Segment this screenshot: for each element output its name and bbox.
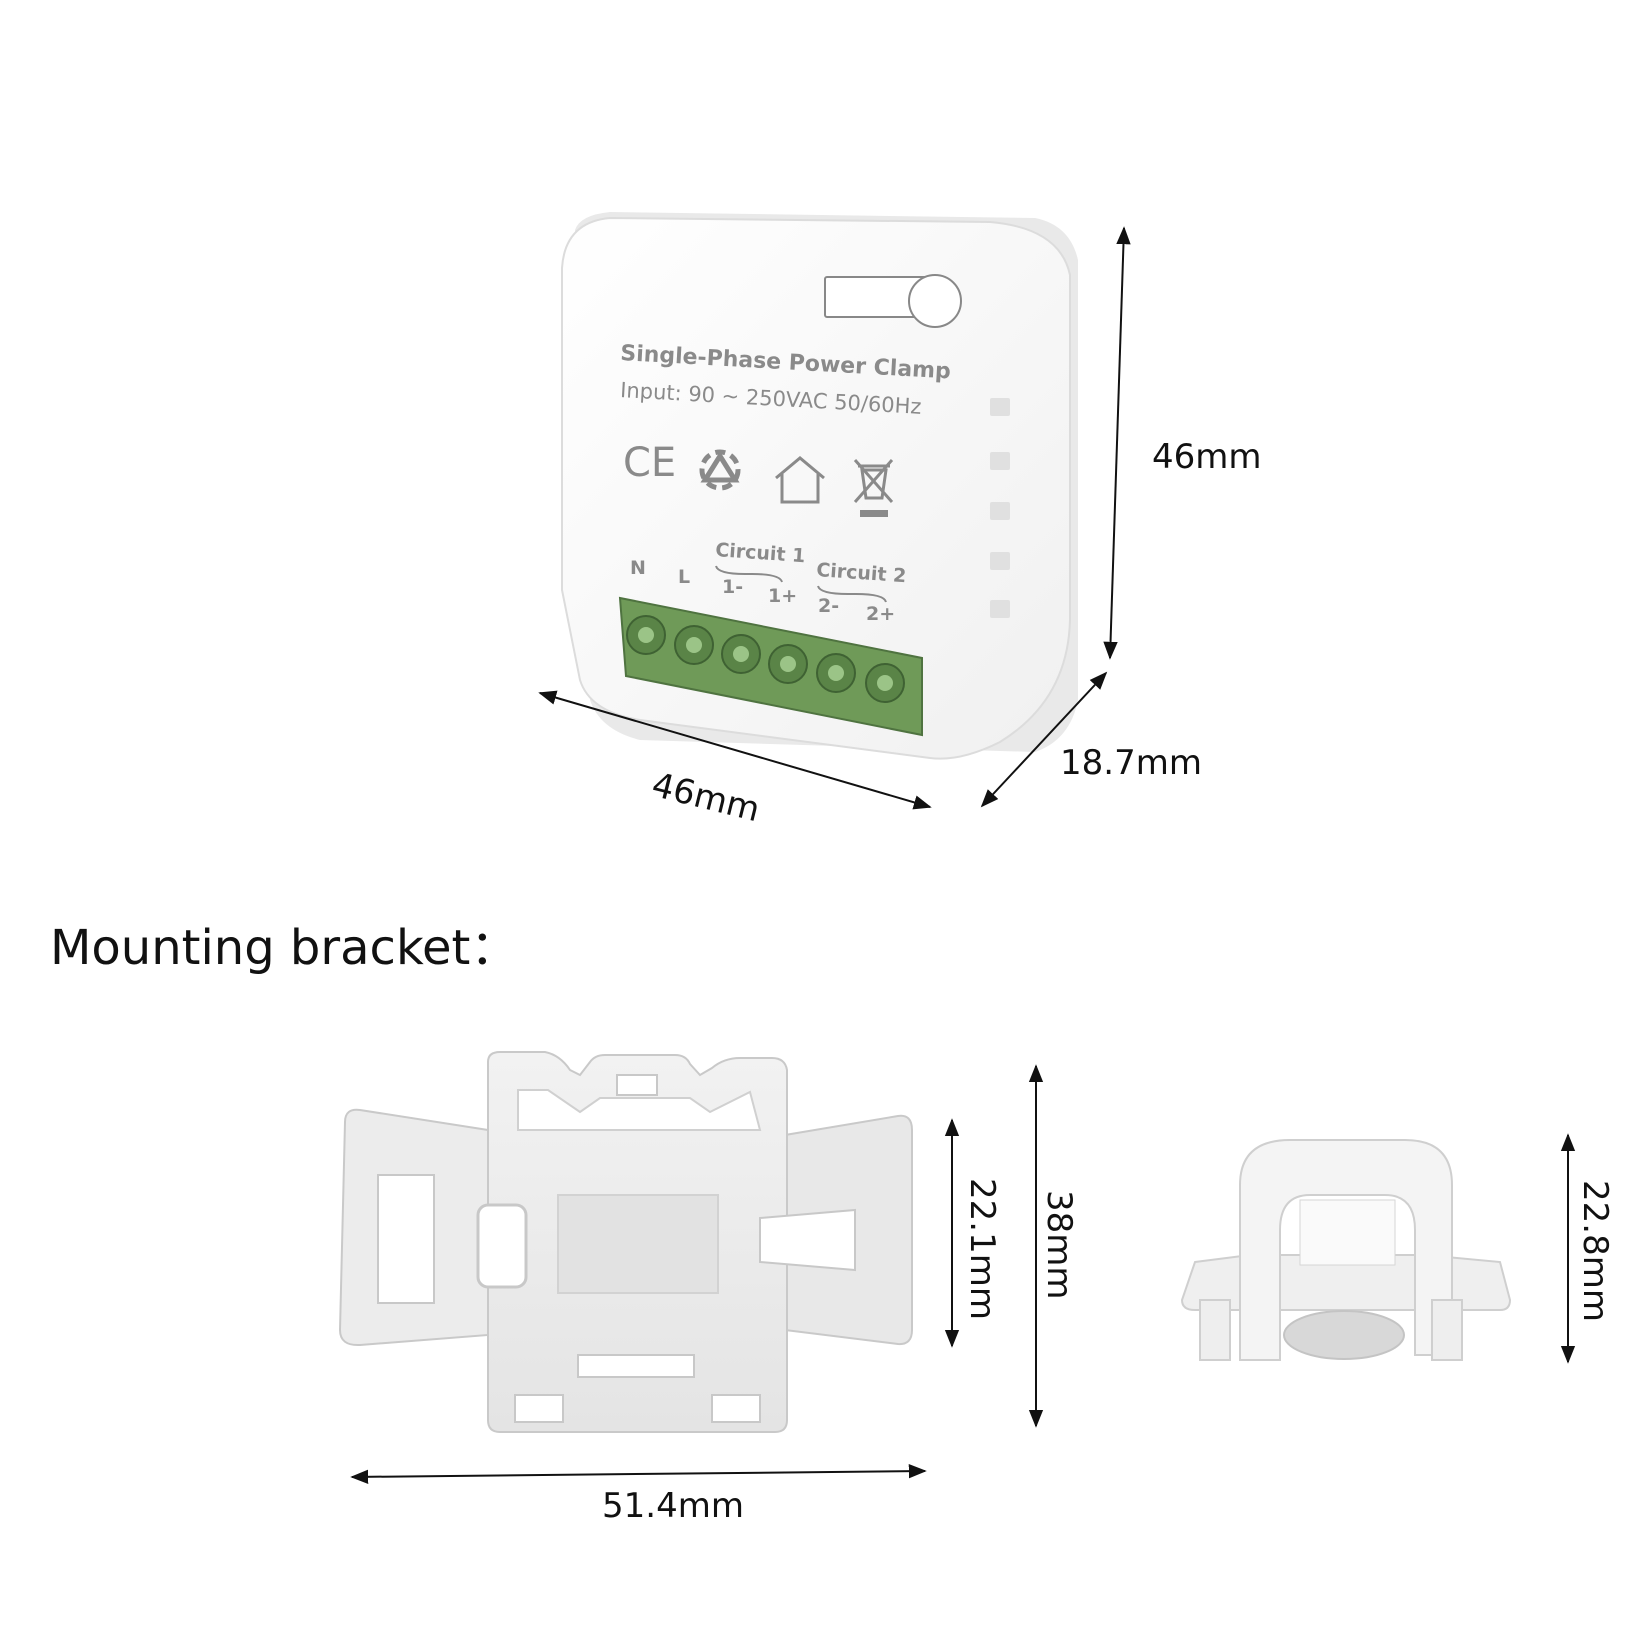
bracket-dimension-lines — [350, 1064, 1044, 1485]
mounting-bracket-heading: Mounting bracket： — [50, 920, 519, 976]
device-depth-label: 18.7mm — [1060, 743, 1202, 783]
power-clamp-device: Single-Phase Power Clamp Input: 90 ~ 250… — [561, 212, 1078, 760]
device-depth-arrow — [980, 671, 1108, 808]
circuit-1-plus-label: 1+ — [768, 585, 797, 607]
clamp-height-label: 22.8mm — [1575, 1180, 1615, 1322]
bracket-width-arrow — [350, 1463, 927, 1485]
side-vents — [990, 398, 1010, 618]
bracket-center-recess — [557, 1194, 719, 1294]
terminal-labels: N L Circuit 1 1- 1+ Circuit 2 2- 2+ — [630, 539, 907, 625]
button-icon — [908, 274, 962, 328]
clip-mount-hole — [1283, 1310, 1405, 1360]
crossed-bin-icon — [853, 459, 894, 517]
bracket-width-label: 51.4mm — [602, 1486, 744, 1526]
device-width-label: 46mm — [648, 765, 764, 830]
bracket-inner-height-label: 22.1mm — [962, 1178, 1002, 1320]
circuit-2-plus-label: 2+ — [866, 603, 895, 625]
house-icon — [775, 456, 825, 504]
button-slot — [824, 274, 962, 328]
circuit-1-minus-label: 1- — [722, 576, 743, 598]
device-height-arrow — [1103, 226, 1131, 660]
clamp-clip — [1180, 1139, 1512, 1361]
device-height-label: 46mm — [1152, 437, 1262, 477]
bracket-height-label: 38mm — [1039, 1190, 1079, 1300]
terminal-label-l: L — [678, 566, 690, 588]
terminal-label-n: N — [630, 557, 646, 579]
clip-arch — [1239, 1139, 1453, 1361]
bracket-bottom-slot — [577, 1354, 695, 1378]
device-dimension-lines — [538, 226, 1131, 810]
recycle-icon — [699, 449, 741, 491]
bracket-left-slot — [476, 1203, 528, 1289]
circuit-2-minus-label: 2- — [818, 595, 839, 617]
device-width-arrow — [538, 690, 932, 810]
mounting-bracket — [338, 1051, 913, 1433]
ce-mark-icon: CE — [623, 440, 676, 486]
